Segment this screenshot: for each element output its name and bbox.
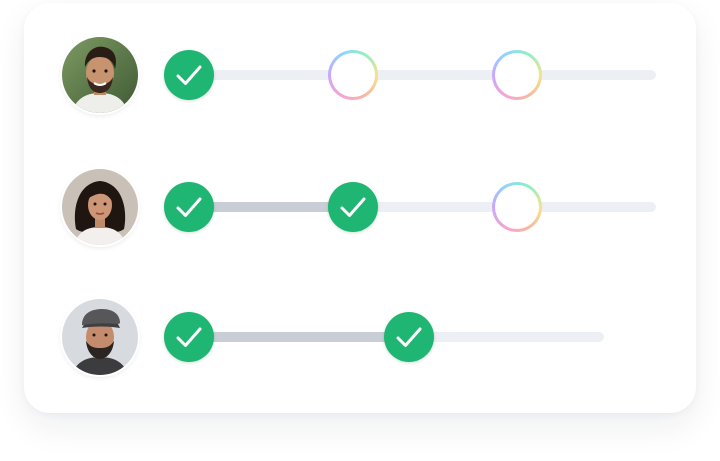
- step-2-complete: [328, 182, 378, 232]
- avatar-woman-curly-hair-icon: [62, 169, 138, 245]
- avatar: [62, 299, 138, 375]
- check-icon: [176, 327, 202, 347]
- check-icon: [396, 327, 422, 347]
- step-3-pending: [492, 50, 542, 100]
- step-1-complete: [164, 312, 214, 362]
- check-icon: [176, 65, 202, 85]
- check-icon: [340, 197, 366, 217]
- avatar: [62, 37, 138, 113]
- progress-row-1: [24, 37, 696, 113]
- progress-track: [188, 70, 656, 80]
- step-1-complete: [164, 182, 214, 232]
- progress-row-2: [24, 169, 696, 245]
- progress-track: [188, 202, 656, 212]
- progress-card: [24, 3, 696, 413]
- avatar: [62, 169, 138, 245]
- step-2-complete: [384, 312, 434, 362]
- step-2-pending: [328, 50, 378, 100]
- progress-track-filled: [188, 332, 408, 342]
- step-1-complete: [164, 50, 214, 100]
- step-3-pending: [492, 182, 542, 232]
- avatar-man-flat-cap-icon: [62, 299, 138, 375]
- progress-track-filled: [188, 202, 352, 212]
- avatar-man-beard-icon: [62, 37, 138, 113]
- progress-row-3: [24, 299, 696, 375]
- check-icon: [176, 197, 202, 217]
